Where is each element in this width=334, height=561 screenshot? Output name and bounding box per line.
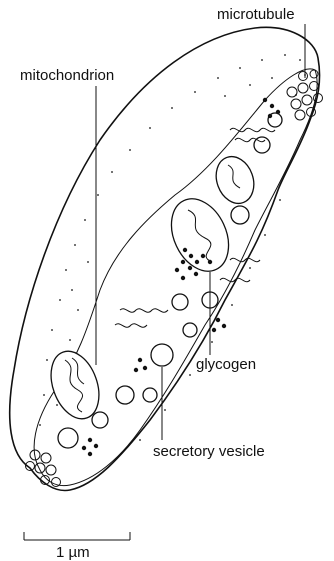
label-mitochondrion: mitochondrion [20,67,114,84]
cell-outline [10,27,320,490]
label-secretory-vesicle: secretory vesicle [153,443,265,460]
mitochondrion-upper [210,151,260,208]
cytoplasm-region [34,69,317,486]
label-microtubule: microtubule [217,6,295,23]
glycogen-clusters [82,98,280,456]
label-glycogen: glycogen [196,356,256,373]
mitochondrion-center [160,190,239,281]
scale-bar [24,532,130,540]
scale-bar-label: 1 µm [56,544,90,561]
